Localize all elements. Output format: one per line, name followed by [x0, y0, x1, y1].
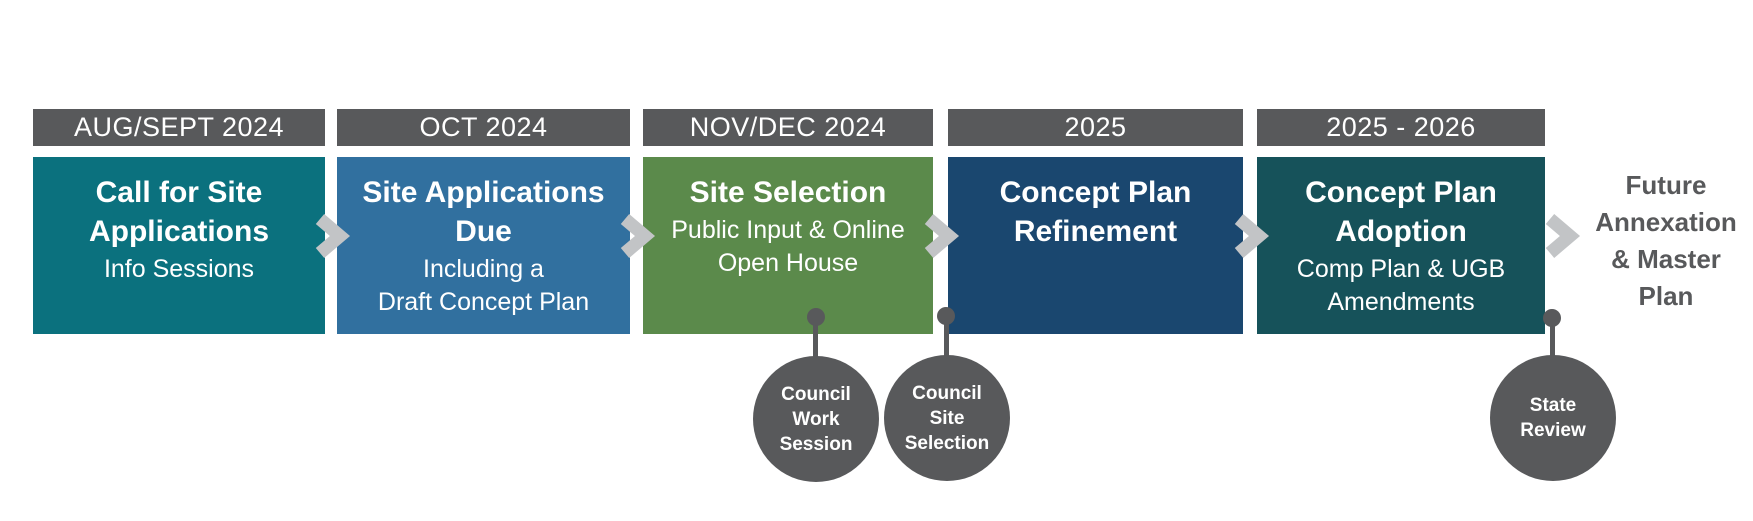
arrow-right-icon	[1230, 212, 1270, 260]
milestone-label: Council Site Selection	[904, 382, 990, 454]
connector-dot	[937, 307, 955, 325]
timeline-stage-site-applications-due: OCT 2024 Site Applications Due Including…	[337, 0, 630, 521]
stage-title: Site Selection	[689, 176, 887, 209]
arrow-right-icon	[616, 212, 656, 260]
timeline-stage-site-selection: NOV/DEC 2024 Site Selection Public Input…	[643, 0, 933, 521]
stage-box: Site Selection Public Input & Online Ope…	[643, 157, 933, 334]
future-annexation-label: Future Annexation & Master Plan	[1595, 170, 1737, 311]
stage-box: Call for Site Applications Info Sessions	[33, 157, 325, 334]
connector-stem	[1550, 317, 1555, 357]
milestone-label: Council Work Session	[779, 383, 853, 455]
arrow-right-icon	[1541, 212, 1581, 260]
stage-date-header: AUG/SEPT 2024	[33, 109, 325, 146]
connector-stem	[813, 316, 818, 358]
milestone-circle-council-site-selection: Council Site Selection	[884, 355, 1010, 481]
stage-box: Concept Plan Adoption Comp Plan & UGB Am…	[1257, 157, 1545, 334]
arrow-right-icon	[311, 212, 351, 260]
timeline-stage-concept-plan-refinement: 2025 Concept Plan Refinement	[948, 0, 1243, 521]
stage-title: Call for Site Applications	[88, 176, 269, 248]
stage-subtitle: Public Input & Online Open House	[671, 216, 905, 277]
timeline-stage-call-for-site-applications: AUG/SEPT 2024 Call for Site Applications…	[33, 0, 325, 521]
milestone-circle-state-review: State Review	[1490, 355, 1616, 481]
connector-stem	[944, 315, 949, 357]
arrow-right-icon	[920, 212, 960, 260]
stage-title: Site Applications Due	[362, 176, 605, 248]
stage-date-header: 2025	[948, 109, 1243, 146]
milestone-label: State Review	[1520, 395, 1586, 441]
stage-date-header: 2025 - 2026	[1257, 109, 1545, 146]
connector-dot	[807, 308, 825, 326]
connector-dot	[1543, 309, 1561, 327]
timeline-stage-concept-plan-adoption: 2025 - 2026 Concept Plan Adoption Comp P…	[1257, 0, 1545, 521]
stage-date-header: NOV/DEC 2024	[643, 109, 933, 146]
stage-date-header: OCT 2024	[337, 109, 630, 146]
stage-subtitle: Including a Draft Concept Plan	[377, 255, 590, 316]
milestone-circle-council-work-session: Council Work Session	[753, 356, 879, 482]
stage-box: Concept Plan Refinement	[948, 157, 1243, 334]
stage-subtitle: Comp Plan & UGB Amendments	[1296, 255, 1506, 316]
stage-subtitle: Info Sessions	[103, 255, 255, 283]
stage-box: Site Applications Due Including a Draft …	[337, 157, 630, 334]
stage-title: Concept Plan Refinement	[999, 176, 1192, 248]
stage-title: Concept Plan Adoption	[1305, 176, 1497, 248]
